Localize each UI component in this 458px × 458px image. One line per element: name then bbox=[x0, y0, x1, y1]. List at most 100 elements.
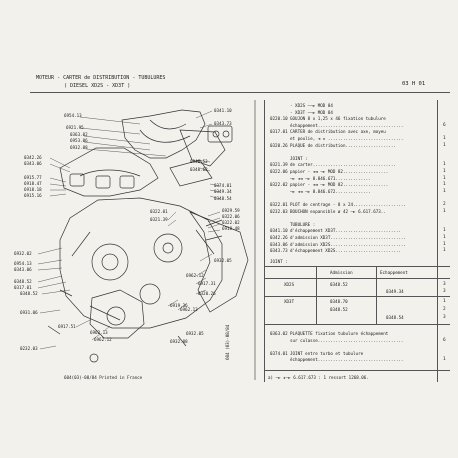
footnote-rule bbox=[264, 370, 450, 371]
callout-label: 6931.06 bbox=[20, 310, 38, 315]
callout-label: 0322.02 bbox=[222, 220, 240, 225]
callout-label: 0343.06 bbox=[14, 267, 32, 272]
callout-label: 0322.06 bbox=[222, 214, 240, 219]
table-rule-head bbox=[264, 278, 450, 279]
callout-label: 6915.16 bbox=[24, 193, 42, 198]
part-qty: 1 bbox=[443, 136, 446, 141]
exhaust-manifold bbox=[121, 109, 206, 159]
table-qty: 3 bbox=[443, 282, 446, 287]
callout-label: 6953.06 bbox=[70, 138, 88, 143]
callout-label: 0348.62 bbox=[190, 167, 208, 172]
col-echappement: Echappement bbox=[380, 270, 408, 275]
part-description: TUBULURE : bbox=[290, 221, 316, 227]
part-description: papier - ◄◄ —► MOD 82.................. bbox=[290, 182, 389, 188]
part-description: - XD2S ——► MOD 84 bbox=[290, 103, 333, 108]
part-description: d'admission XD3T........................… bbox=[290, 235, 406, 240]
callout-label: 6915.77 bbox=[24, 175, 42, 180]
table-col-2 bbox=[376, 266, 377, 324]
part-ref: 0220.10 bbox=[270, 116, 288, 122]
part-description: d'admission XD2S........................… bbox=[290, 241, 406, 247]
header-title: MOTEUR - CARTER de DISTRIBUTION - TUBULU… bbox=[36, 75, 166, 81]
callout-label: 6962.12 bbox=[186, 273, 204, 278]
part-description: d'échappement XD2S......................… bbox=[290, 248, 401, 254]
table-admission: 0348.52 bbox=[330, 282, 348, 287]
page-code: 03 H 01 bbox=[402, 81, 426, 87]
callout-label: 0348.52 bbox=[14, 279, 32, 284]
callout-label: 0348.52 bbox=[190, 159, 208, 164]
table-echappement: 0349.34 bbox=[386, 289, 404, 294]
callout-label: 6929.59 bbox=[222, 208, 240, 213]
table-rule-bottom bbox=[264, 324, 450, 325]
callout-label: 0348.52 bbox=[20, 291, 38, 296]
callout-label: 0320.26 bbox=[198, 291, 216, 296]
callout-label: 6918.48 bbox=[222, 226, 240, 231]
qty-rule bbox=[437, 100, 438, 382]
part-qty: 1 bbox=[443, 208, 446, 214]
callout-label: 6921.95 bbox=[66, 125, 84, 130]
table-col-1 bbox=[316, 266, 317, 324]
intake-manifold bbox=[59, 147, 159, 197]
joint-title: JOINT : bbox=[270, 259, 288, 264]
part-ref: 0317.01 bbox=[270, 129, 288, 135]
part-description: PLAQUE de distribution..................… bbox=[290, 142, 396, 148]
part-qty: 1 bbox=[443, 241, 446, 247]
callout-label: 0343.06 bbox=[24, 161, 42, 166]
callout-label: 6932.08 bbox=[70, 145, 88, 150]
table-echappement: 0348.54 bbox=[386, 315, 404, 320]
callout-label: 6954.13 bbox=[14, 261, 32, 266]
part-qty: 6 bbox=[443, 122, 446, 128]
table-admission: 0348.70 bbox=[330, 299, 348, 304]
part-description: GOUJON 8 x 1,25 x 46 fixation tubulure bbox=[290, 116, 386, 122]
callout-label: 0348.54 bbox=[214, 196, 232, 201]
callout-label: 6917.51 bbox=[58, 324, 76, 329]
table-model: XD2S bbox=[284, 282, 295, 287]
part-description: papier - ◄◄ —► MOD 82.................. bbox=[290, 169, 389, 174]
callout-label: 6932.05 bbox=[214, 258, 232, 263]
part-qty: 1 bbox=[443, 357, 446, 363]
left-rule bbox=[264, 100, 265, 382]
header-subtitle: ( DIESEL XD2S - XD3T ) bbox=[64, 83, 131, 89]
table-qty: 2 bbox=[443, 307, 446, 312]
table-model: XD3T bbox=[284, 299, 295, 304]
callout-label: 6917.31 bbox=[198, 281, 216, 286]
part-description: —► ◄◄ —► 8.846.671.............. bbox=[290, 175, 371, 181]
vertical-code: 604 (03)-08/84 bbox=[225, 324, 230, 360]
callout-label: 0342.26 bbox=[24, 155, 42, 160]
callout-label: 6962.13 bbox=[90, 330, 108, 335]
callout-label: 0363.02 bbox=[70, 132, 88, 137]
part-description: —► ◄◄ —► 8.846.672.............. bbox=[290, 188, 371, 194]
timing-case bbox=[59, 197, 223, 329]
part-ref: 0321.39 bbox=[270, 162, 288, 168]
part-description: de carter...............................… bbox=[290, 162, 396, 168]
part-ref: 0341.10 bbox=[270, 228, 288, 234]
callout-label: 6962.12 bbox=[94, 337, 112, 342]
part-qty: 1 bbox=[443, 248, 446, 254]
part-qty: 1 bbox=[443, 142, 446, 148]
callout-label: 6932.02 bbox=[14, 251, 32, 256]
timing-plate bbox=[189, 211, 249, 313]
table-qty: 3 bbox=[443, 289, 446, 294]
part-description: BOUCHON expansible ø 42 —► 6.617.673.. bbox=[290, 208, 386, 214]
callout-label: 0321.39 bbox=[150, 217, 168, 222]
callout-label: 6954.13 bbox=[64, 113, 82, 118]
part-ref: 0342.26 bbox=[270, 235, 288, 240]
table-rule-mid bbox=[264, 296, 450, 297]
pump bbox=[89, 289, 145, 339]
callout-label: 0322.01 bbox=[150, 209, 168, 214]
part-description: CARTER de distribution avec axe, moyeu bbox=[290, 129, 386, 135]
callout-label: 6932.05 bbox=[186, 331, 204, 336]
callout-label: 0341.10 bbox=[214, 108, 232, 113]
col-admission: Admission bbox=[330, 270, 353, 275]
part-description: échappement.............................… bbox=[290, 122, 404, 128]
part-qty: 1 bbox=[443, 169, 446, 174]
callout-label: 0374.01 bbox=[214, 183, 232, 188]
part-qty: 1 bbox=[443, 175, 446, 181]
table-rule-top bbox=[264, 266, 450, 267]
table-qty: 3 bbox=[443, 315, 446, 320]
part-ref: 0343.06 bbox=[270, 241, 288, 247]
callout-label: 6962.12 bbox=[180, 307, 198, 312]
part-description: PLOT de centrage - 8 x 24...............… bbox=[290, 202, 406, 207]
callout-label: 6932.08 bbox=[170, 339, 188, 344]
callout-label: 6918.47 bbox=[24, 181, 42, 186]
